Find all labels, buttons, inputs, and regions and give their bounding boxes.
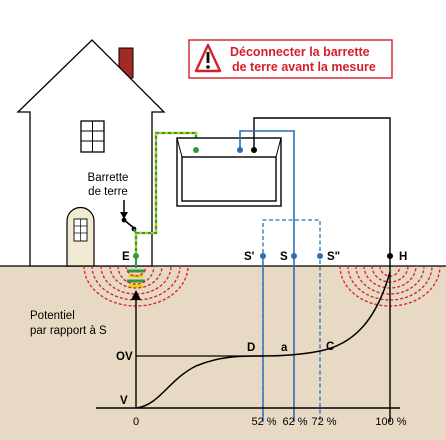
barrette-label-line1: Barrette	[88, 172, 129, 184]
x-axis-52-label: 52 %	[251, 416, 276, 428]
curve-point-a-label: a	[281, 342, 288, 354]
y-axis-ov-label: OV	[116, 351, 133, 363]
earth-wire-link	[133, 228, 137, 234]
electrode-s-second-dot	[317, 253, 323, 259]
wire-h	[253, 117, 391, 258]
x-axis-zero-label: 0	[133, 416, 139, 428]
house	[16, 39, 166, 267]
barrette-label-line2: de terre	[88, 186, 128, 198]
electrode-s-label: S	[280, 251, 288, 263]
terminal-h	[251, 147, 257, 153]
house-window	[80, 120, 105, 153]
x-axis-72-label: 72 %	[311, 416, 336, 428]
earth-tester-meter	[176, 137, 282, 207]
ground-area	[0, 266, 446, 440]
y-axis-v-label: V	[120, 395, 128, 407]
warning-triangle-icon	[194, 43, 222, 73]
wire-s	[239, 130, 295, 422]
warning-text-line2: de terre avant la mesure	[232, 60, 376, 74]
electrode-s-prime-label: S'	[244, 251, 255, 263]
warning-box: Déconnecter la barrette de terre avant l…	[188, 39, 393, 79]
potential-label-line2: par rapport à S	[30, 325, 107, 337]
electrode-h-dot	[387, 253, 393, 259]
curve-point-c-label: C	[326, 341, 334, 353]
barrette-pointer-arrow	[120, 212, 128, 219]
electrode-e-label: E	[122, 251, 130, 263]
curve-point-d-label: D	[247, 342, 255, 354]
earth-wire-yellow	[135, 132, 197, 254]
electrode-e-dot	[133, 253, 139, 259]
electrode-s-second-label: S"	[327, 251, 340, 263]
warning-text-line1: Déconnecter la barrette	[230, 45, 370, 59]
terminal-s	[237, 147, 243, 153]
terminal-e	[193, 147, 199, 153]
electrode-s-dot	[291, 253, 297, 259]
potential-label-line1: Potentiel	[30, 310, 75, 322]
potential-curve	[135, 271, 391, 409]
potential-axis-arrow	[131, 290, 141, 300]
house-door	[66, 206, 95, 267]
x-axis-100-label: 100 %	[375, 416, 406, 428]
electrode-h-label: H	[399, 251, 407, 263]
x-axis-62-label: 62 %	[282, 416, 307, 428]
electrode-s-prime-dot	[260, 253, 266, 259]
